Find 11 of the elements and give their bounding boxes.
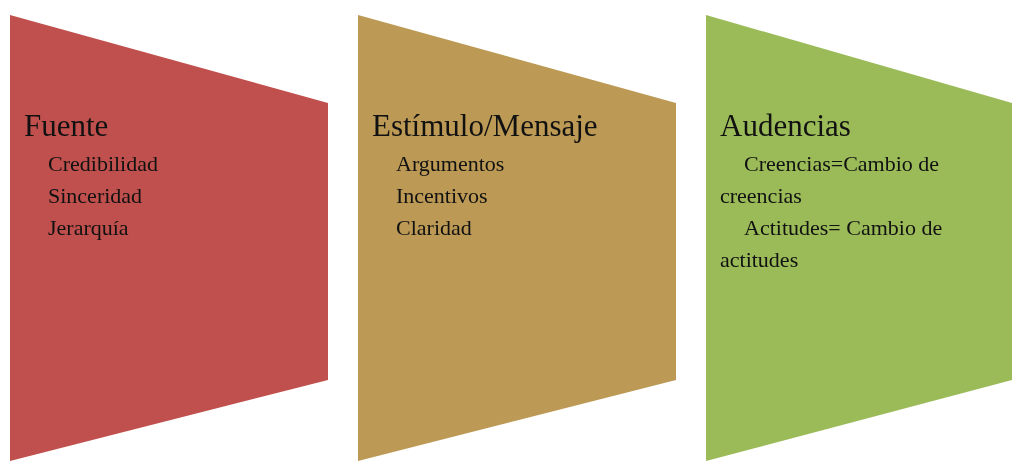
list-item: Sinceridad xyxy=(47,182,144,210)
list-item: Argumentos xyxy=(395,150,506,178)
heading: Estímulo/Mensaje xyxy=(372,108,599,144)
heading: Audencias xyxy=(720,108,852,144)
heading: Fuente xyxy=(24,108,110,144)
list-item: Actitudes= Cambio de actitudes xyxy=(720,214,944,274)
list-item: Creencias=Cambio de creencias xyxy=(720,150,941,210)
list-item: Jerarquía xyxy=(47,214,130,242)
list-item: Incentivos xyxy=(395,182,489,210)
list-item: Credibilidad xyxy=(47,150,159,178)
list-item: Claridad xyxy=(395,214,473,242)
